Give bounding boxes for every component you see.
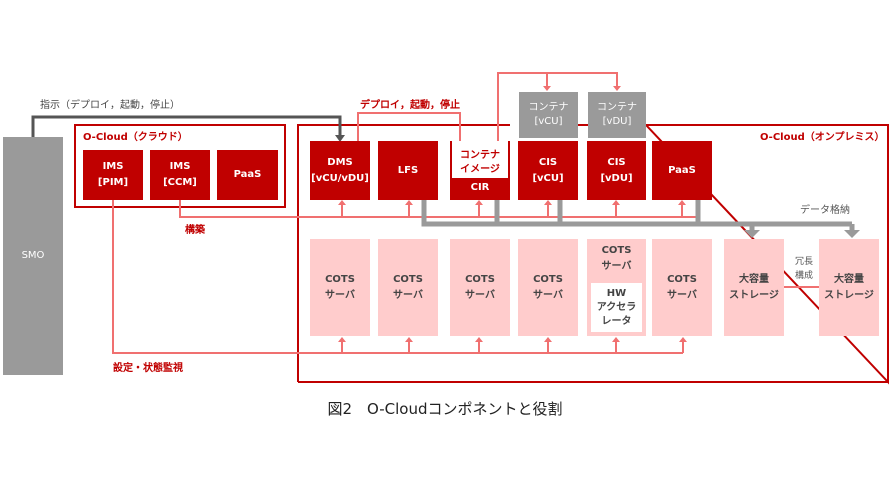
- container-vdu: コンテナ [vDU]: [588, 92, 646, 138]
- onprem-paas: PaaS: [652, 141, 712, 200]
- monitor-label: 設定・状態監視: [113, 363, 183, 374]
- instruction-label: 指示（デプロイ，起動，停止）: [40, 100, 180, 111]
- storage: 大容量 ストレージ: [724, 239, 784, 336]
- ims-ccm: IMS [CCM]: [150, 150, 210, 200]
- onprem-title: O-Cloud（オンプレミス）: [760, 132, 885, 143]
- hw-accelerator: HW アクセラ レータ: [591, 283, 642, 332]
- cots-server: COTS サーバ: [378, 239, 438, 336]
- data-store-label: データ格納: [800, 205, 850, 216]
- deploy-label: デプロイ，起動，停止: [360, 100, 460, 111]
- cots-server: COTS サーバ: [518, 239, 578, 336]
- redundant-label: 冗長 構成: [794, 257, 813, 281]
- dms: DMS [vCU/vDU]: [310, 141, 370, 200]
- cis-vcu: CIS [vCU]: [518, 141, 578, 200]
- cir-group: コンテナ イメージ CIR: [450, 141, 510, 200]
- cis-vdu: CIS [vDU]: [587, 141, 646, 200]
- container-image-label: コンテナ イメージ: [460, 150, 500, 175]
- cloud-title: O-Cloud（クラウド）: [83, 132, 188, 143]
- cir: CIR: [452, 178, 508, 198]
- cots-server-label: COTS サーバ: [601, 245, 632, 272]
- storage: 大容量 ストレージ: [819, 239, 879, 336]
- cloud-paas: PaaS: [217, 150, 278, 200]
- cots-server-with-accelerator: COTS サーバ HW アクセラ レータ: [587, 239, 646, 336]
- cots-server: COTS サーバ: [450, 239, 510, 336]
- cots-server: COTS サーバ: [652, 239, 712, 336]
- ims-pim: IMS [PIM]: [83, 150, 143, 200]
- smo-block: SMO: [3, 137, 63, 375]
- build-label: 構築: [185, 225, 205, 236]
- figure-caption: 図2 O-Cloudコンポネントと役割: [327, 400, 563, 418]
- lfs: LFS: [378, 141, 438, 200]
- container-vcu: コンテナ [vCU]: [519, 92, 578, 138]
- cots-server: COTS サーバ: [310, 239, 370, 336]
